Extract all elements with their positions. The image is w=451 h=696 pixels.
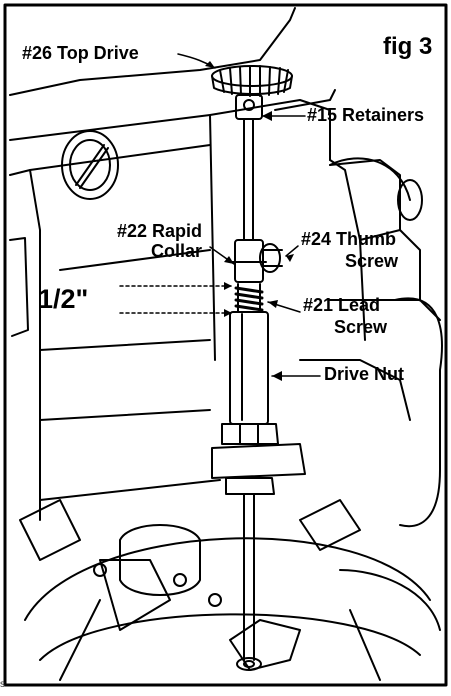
callout-thumb-screw-line2: Screw	[345, 251, 399, 271]
depth-knob	[61, 130, 119, 200]
figure-label: fig 3	[383, 33, 433, 60]
router-body	[9, 7, 441, 521]
figure-frame	[3, 3, 448, 687]
callout-retainers: #15 Retainers	[307, 105, 425, 125]
side-handle	[329, 157, 443, 528]
base-plate	[19, 499, 441, 681]
corner-mark: s	[0, 679, 5, 690]
callout-rapid-collar-line1: #22 Rapid	[116, 221, 202, 241]
callout-rapid-collar-line2: Collar	[150, 241, 202, 261]
callout-lead-screw-line1: #21 Lead	[303, 295, 381, 315]
dimension-label: 1/2"	[38, 284, 89, 314]
callout-thumb-screw-line1: #24 Thumb	[301, 229, 397, 249]
arrowheads	[205, 61, 294, 381]
callout-lead-screw-line2: Screw	[334, 317, 388, 337]
depth-rod-assembly	[211, 65, 306, 671]
callout-drive-nut: Drive Nut	[324, 364, 405, 384]
callout-top-drive: #26 Top Drive	[22, 43, 139, 63]
